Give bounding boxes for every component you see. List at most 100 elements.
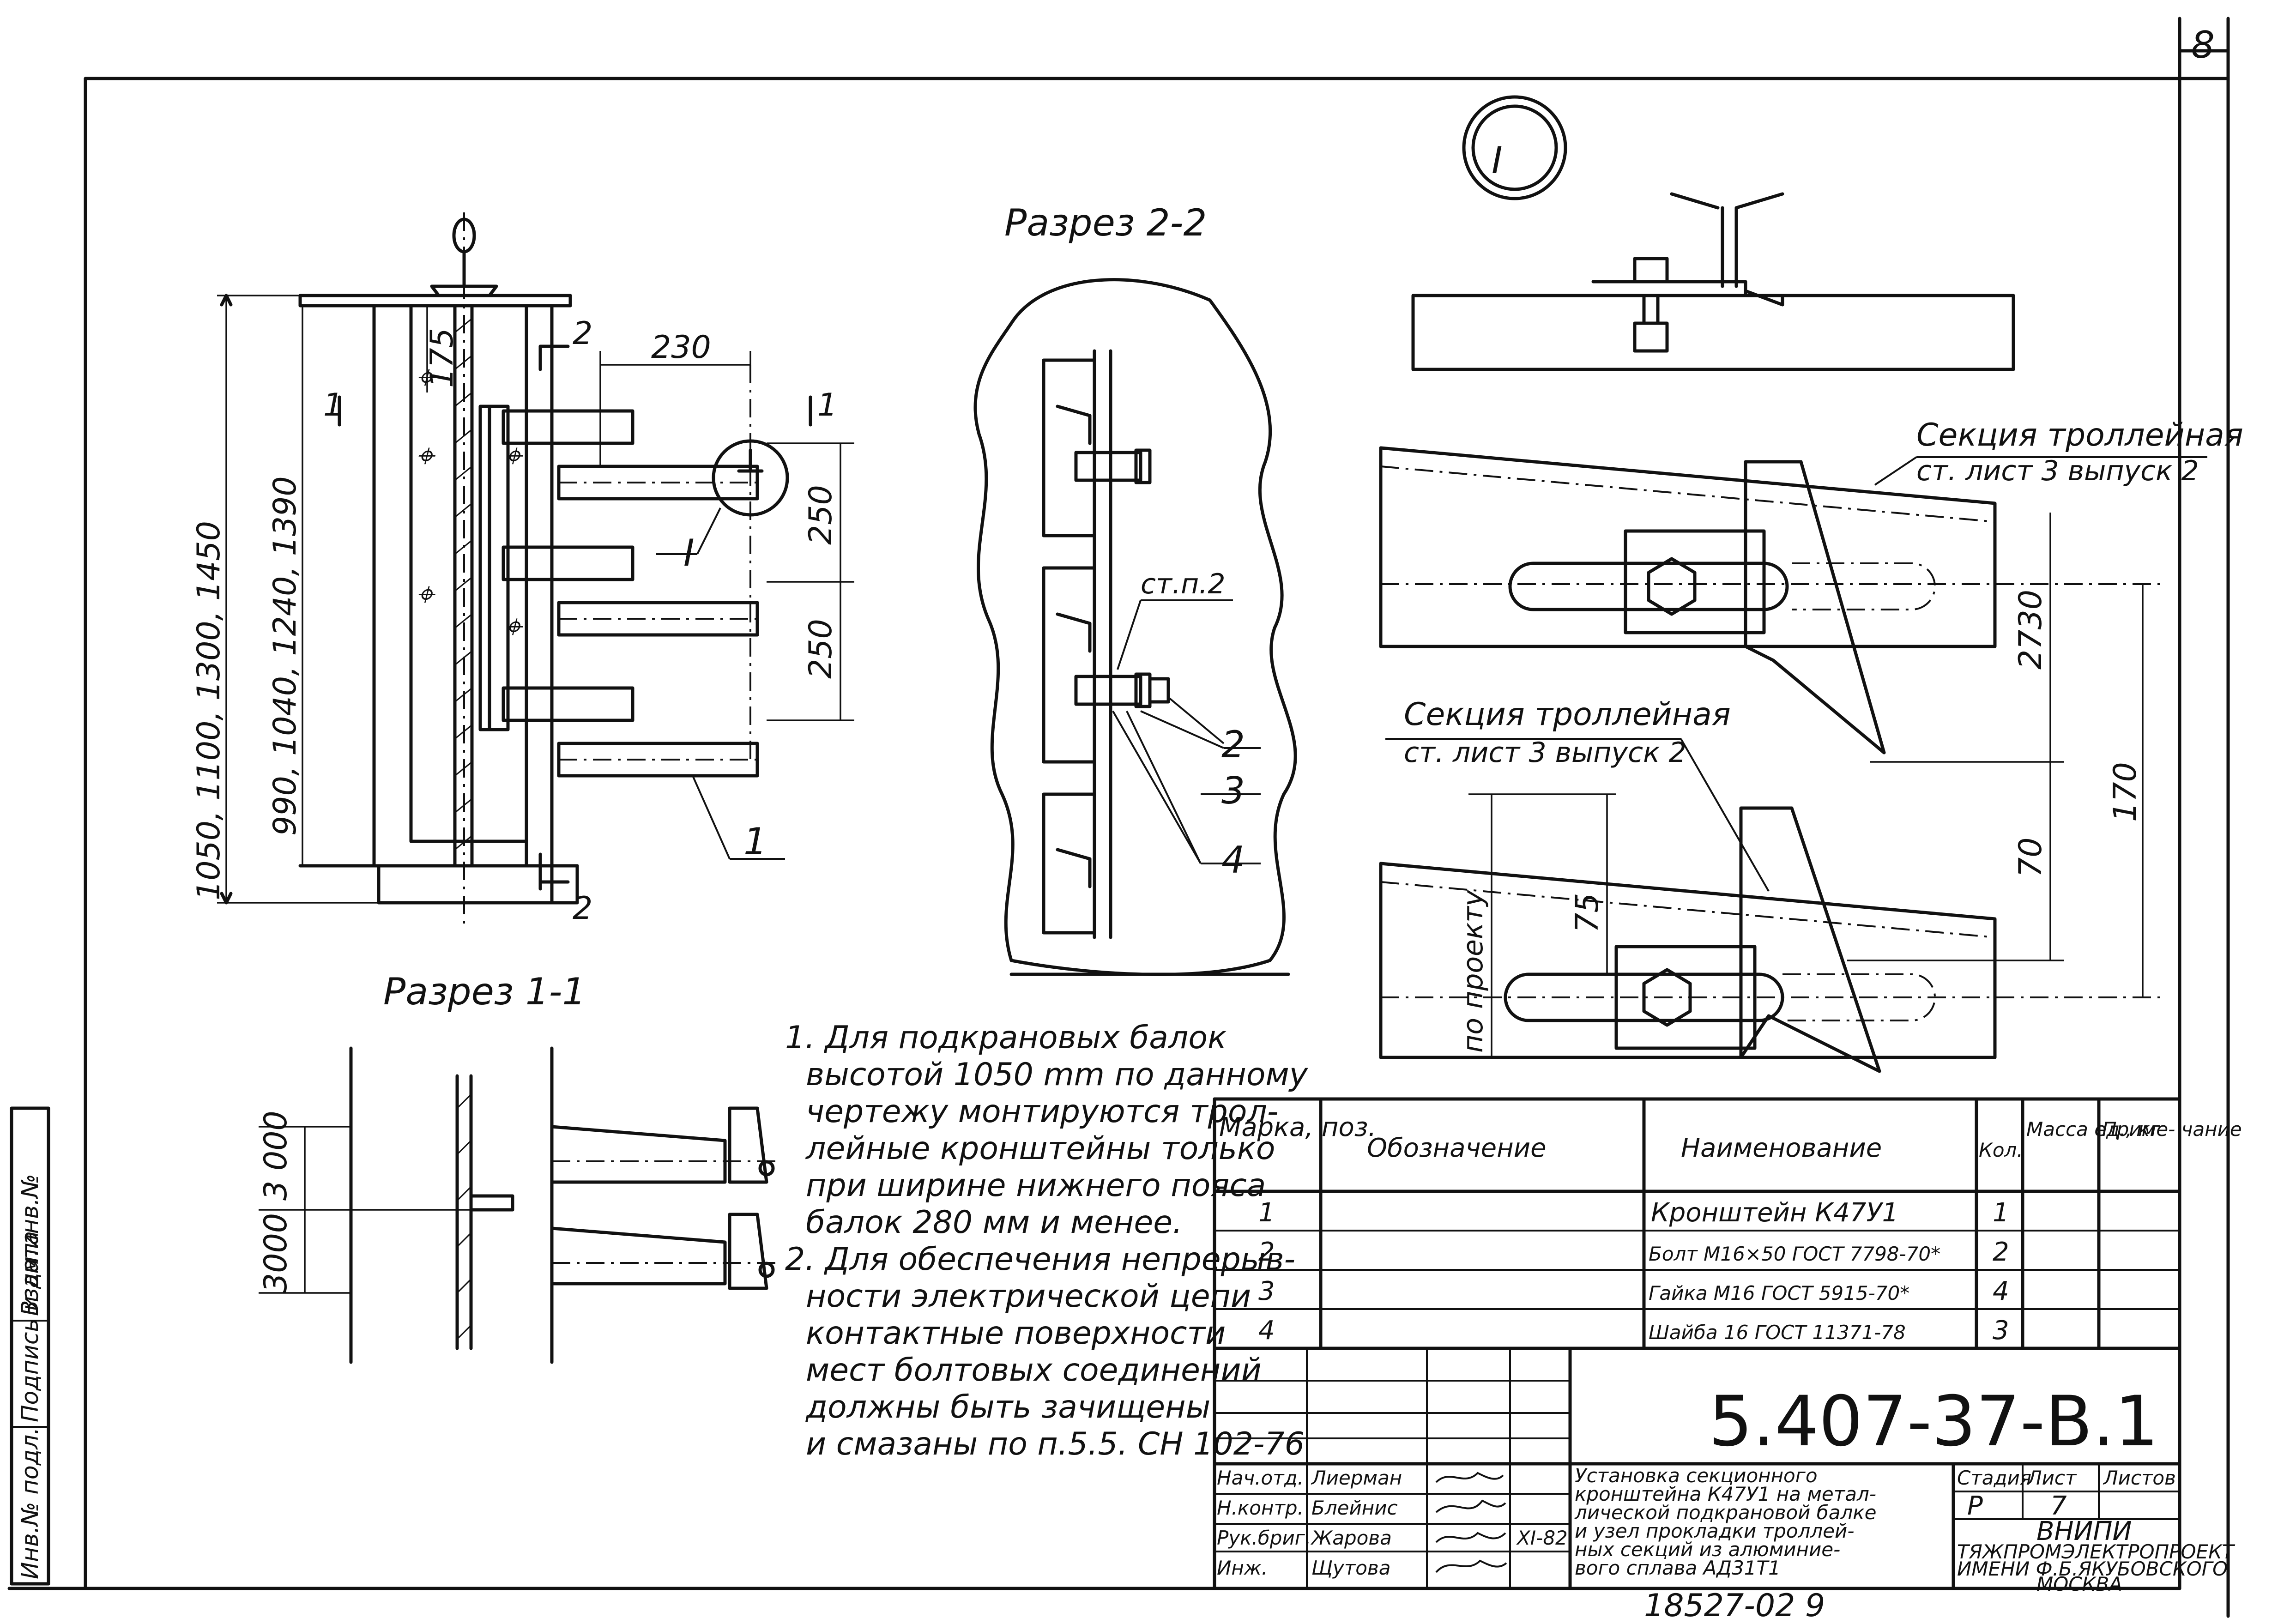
note-line: контактные поверхности <box>806 1315 1226 1352</box>
spec-header-designation: Обозначение <box>1367 1133 1547 1163</box>
spec-header-name: Наименование <box>1681 1133 1882 1163</box>
svg-text:⌖: ⌖ <box>416 576 435 613</box>
drawing-code: 5.407-37-В.1 <box>1709 1382 2159 1462</box>
signer-role: Нач.отд. <box>1217 1467 1304 1489</box>
table-row: Гайка М16 ГОСТ 5915-70* <box>1649 1282 1909 1304</box>
svg-text:⌖: ⌖ <box>503 609 523 645</box>
table-row: 3 <box>1993 1316 2009 1346</box>
table-row: 4 <box>1993 1276 2009 1306</box>
sheet-header: Лист <box>2026 1467 2077 1489</box>
dim-70: 70 <box>2012 837 2049 877</box>
stamp-replace-inv: Взам.инв.№ <box>17 1174 43 1316</box>
signer-name: Лиерман <box>1311 1467 1402 1489</box>
signer-role: Инж. <box>1217 1557 1268 1579</box>
signature-scribbles <box>1435 1472 1507 1573</box>
stage-header: Стадия <box>1957 1467 2031 1489</box>
table-row: 2 <box>1993 1237 2009 1267</box>
sheet-number: 8 <box>2191 24 2215 66</box>
stage-value: Р <box>1967 1491 1983 1521</box>
elevation-view: ⌖ ⌖ ⌖ ⌖ ⌖ <box>217 212 854 924</box>
spec-header-qty: Кол. <box>1979 1139 2023 1161</box>
callout-detail-i: I <box>683 531 695 574</box>
notes-block: 1. Для подкрановых балок высотой 1050 mm… <box>785 1020 1308 1462</box>
section-2-title: Разрез 2-2 <box>1004 201 1207 244</box>
spec-header-mark: Марка, поз. <box>1219 1112 1376 1142</box>
cut-2-top: 2 <box>573 315 592 352</box>
note-line: лейные кронштейны только <box>805 1130 1275 1167</box>
table-row: Шайба 16 ГОСТ 11371-78 <box>1649 1321 1906 1344</box>
title-description-line: и узел прокладки троллей- <box>1575 1520 1855 1542</box>
trolley-label-2: Секция троллейная <box>1404 696 1731 733</box>
org-line: МОСКВА <box>2036 1573 2122 1595</box>
dim-230: 230 <box>651 329 711 366</box>
cut-1-right: 1 <box>817 387 837 423</box>
section-2-view <box>973 278 1297 976</box>
table-row: 1 <box>1258 1198 1275 1228</box>
cut-2-bottom: 2 <box>573 890 592 927</box>
table-row: Кронштейн К47У1 <box>1651 1198 1898 1228</box>
dim-250-a: 250 <box>803 485 839 545</box>
title-description-line: лической подкрановой балке <box>1574 1501 1877 1524</box>
callout-pos-1: 1 <box>743 820 767 863</box>
section-1-title: Разрез 1-1 <box>383 970 586 1013</box>
signer-name: Блейнис <box>1311 1497 1398 1519</box>
margin-stamp: Инв.№ подл. Подпись и дата Взам.инв.№ <box>10 1106 50 1586</box>
cut-1-left: 1 <box>323 387 343 423</box>
signer-role: Рук.бриг. <box>1217 1527 1311 1549</box>
dim-total-heights: 1050, 1100, 1300, 1450 <box>191 521 227 900</box>
section-2-pos2: 2 <box>1221 723 1245 766</box>
svg-text:⌖: ⌖ <box>416 438 435 474</box>
signer-name: Щутова <box>1311 1557 1390 1579</box>
dim-3000-b: 3000 <box>258 1213 294 1293</box>
note-line: ности электрической цепи <box>806 1278 1251 1315</box>
sheets-header: Листов <box>2103 1467 2176 1489</box>
dim-175: 175 <box>424 328 460 388</box>
note-line: и смазаны по п.5.5. СН 102-76 <box>806 1426 1305 1462</box>
svg-text:⌖: ⌖ <box>416 359 435 396</box>
note-line: должны быть зачищены <box>805 1389 1210 1425</box>
table-row: 2 <box>1258 1237 1275 1267</box>
note-line: при ширине нижнего пояса <box>806 1167 1266 1204</box>
trolley-ref-2: ст. лист 3 выпуск 2 <box>1404 737 1686 769</box>
org-line: ТЯЖПРОМЭЛЕКТРОПРОЕКТ <box>1957 1540 2236 1563</box>
note-line: высотой 1050 mm по данному <box>806 1057 1308 1093</box>
dim-170: 170 <box>2107 762 2144 822</box>
title-description-line: Установка секционного <box>1575 1464 1818 1487</box>
archive-number: 18527-02 9 <box>1644 1588 1825 1618</box>
dim-by-project: по проекту <box>1457 889 1489 1053</box>
table-row: 1 <box>1993 1198 2009 1228</box>
title-description-line: ных секций из алюминие- <box>1575 1538 1840 1561</box>
note-line: 1. Для подкрановых балок <box>785 1020 1227 1056</box>
signer-role: Н.контр. <box>1217 1497 1304 1519</box>
sheet-value: 7 <box>2050 1491 2067 1521</box>
dim-250-b: 250 <box>803 619 839 679</box>
table-row: Болт М16×50 ГОСТ 7798-70* <box>1649 1243 1940 1265</box>
note-line: мест болтовых соединений <box>806 1352 1262 1389</box>
approval-date: XI-82 <box>1516 1527 1568 1549</box>
dim-2730: 2730 <box>2012 590 2049 670</box>
section-2-ref: ст.п.2 <box>1141 568 1226 600</box>
table-row: 4 <box>1258 1316 1275 1346</box>
note-line: 2. Для обеспечения непрерыв- <box>785 1241 1295 1278</box>
title-description-line: кронштейна К47У1 на метал- <box>1575 1483 1876 1505</box>
section-2-pos3: 3 <box>1221 769 1245 812</box>
stamp-inv-orig: Инв.№ подл. <box>17 1427 43 1579</box>
section-1-view <box>259 1046 776 1364</box>
note-line: чертежу монтируются трол- <box>806 1093 1278 1130</box>
dim-75: 75 <box>1569 893 1606 933</box>
spec-header-mass: Масса ед., кг <box>2026 1118 2161 1141</box>
trolley-ref-1: ст. лист 3 выпуск 2 <box>1916 455 2199 487</box>
title-description-line: вого сплава АД31Т1 <box>1575 1557 1781 1579</box>
detail-mark: I <box>1492 139 1503 182</box>
stamp-signature-date: Подпись и дата <box>17 1231 43 1422</box>
org-line: ВНИПИ <box>2036 1516 2132 1546</box>
spec-header-note: Приме- чание <box>2102 1118 2242 1141</box>
trolley-label-1: Секция троллейная <box>1916 417 2243 453</box>
org-line: ИМЕНИ Ф.Б.ЯКУБОВСКОГО <box>1957 1558 2228 1580</box>
sheet-frame <box>7 17 2230 1618</box>
title-block <box>1213 1346 2181 1590</box>
dim-inner-heights: 990, 1040, 1240, 1390 <box>267 476 303 836</box>
section-2-pos4: 4 <box>1221 839 1245 881</box>
note-line: балок 280 мм и менее. <box>806 1204 1183 1241</box>
